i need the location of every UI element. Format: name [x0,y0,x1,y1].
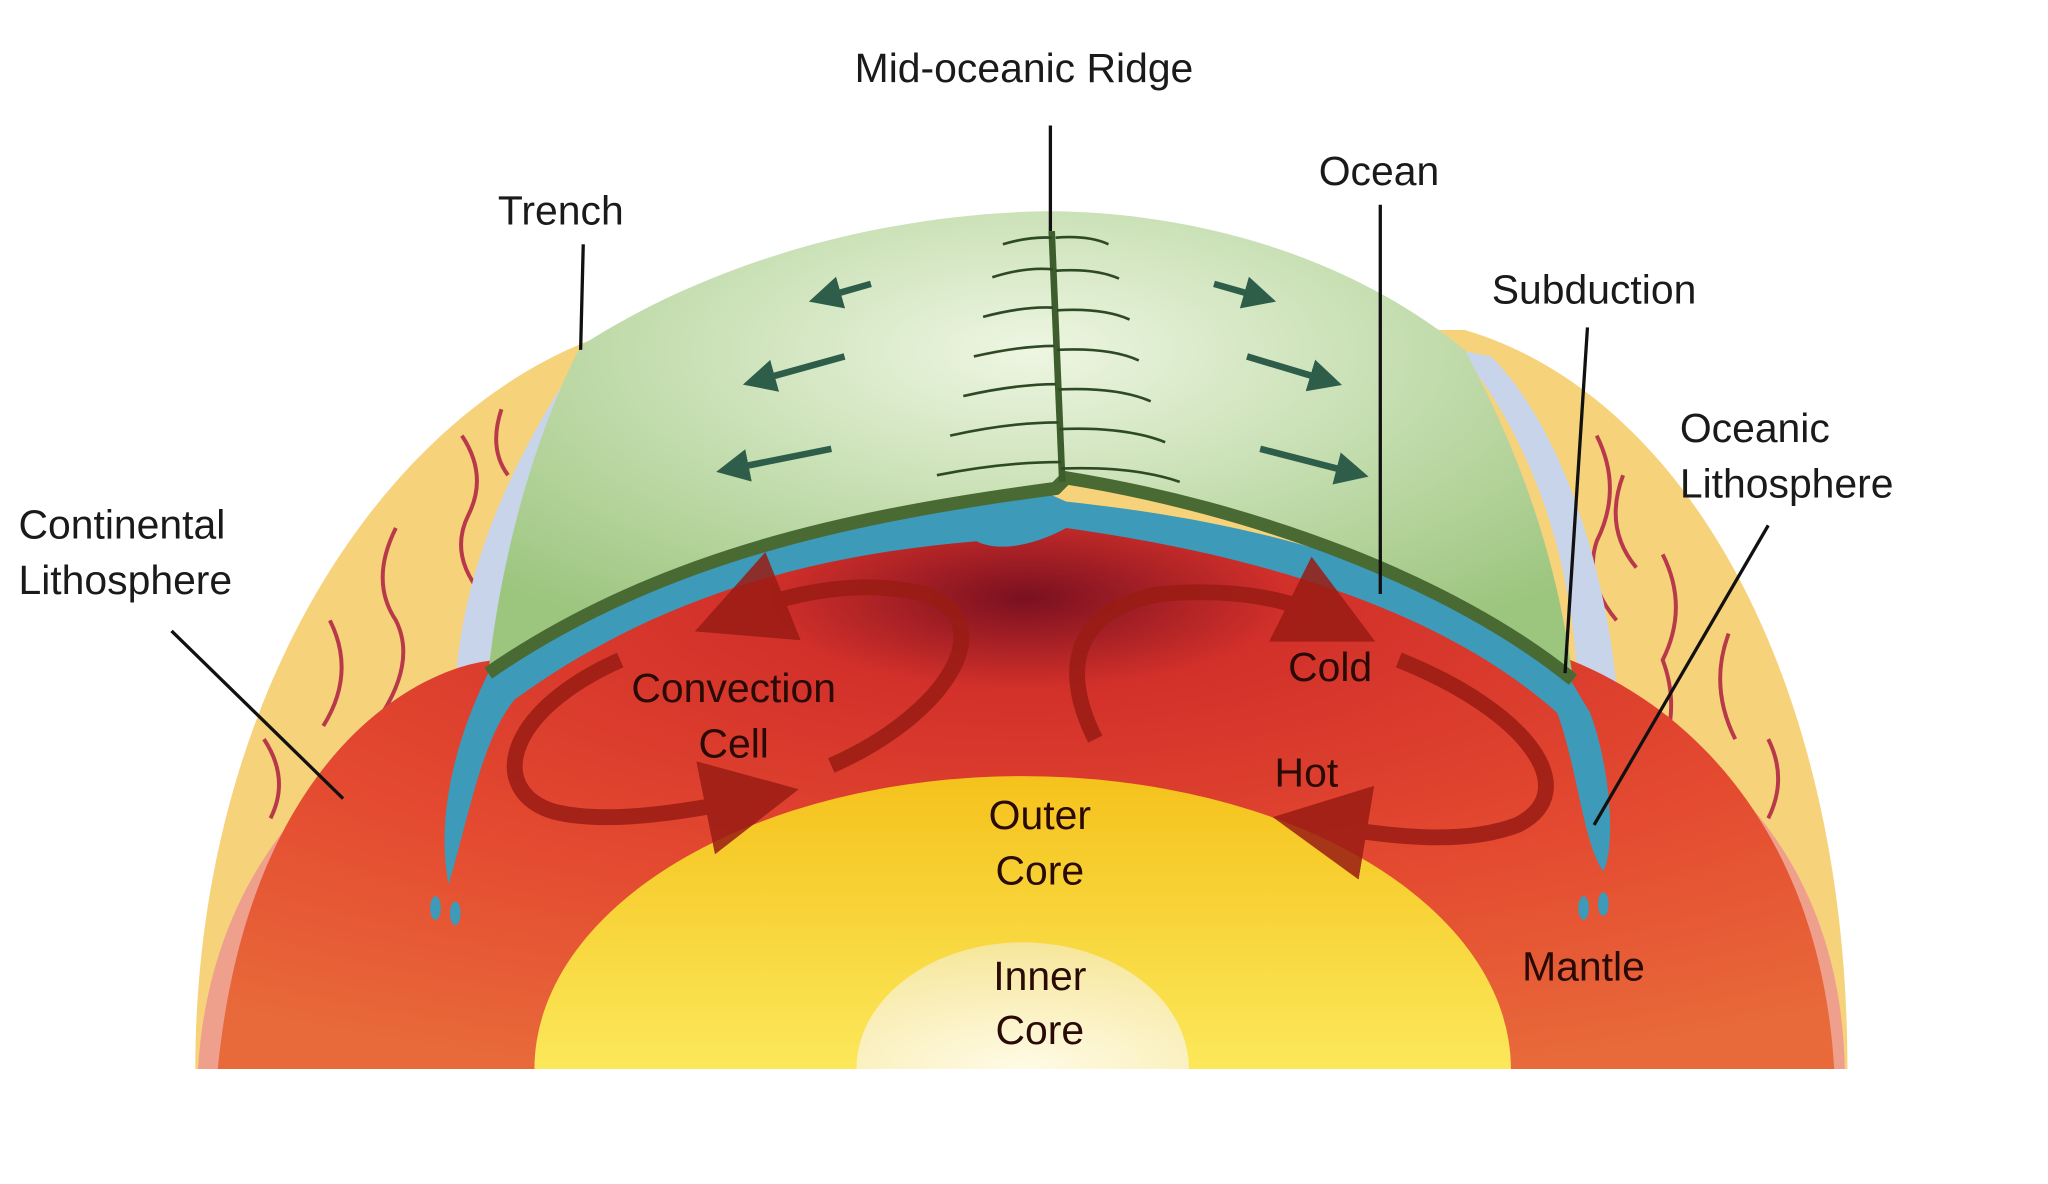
lithosphere-drip [430,896,441,920]
inner-core [856,942,1189,1070]
label-trench: Trench [498,187,624,233]
label-cold: Cold [1288,644,1372,690]
ridge-fractures [936,235,1181,484]
ocean-plate-edge [484,470,1578,685]
label-oceanic-lithosphere-2: Lithosphere [1680,461,1894,507]
trench-wall-left [455,330,621,687]
label-convection-cell-1: Convection [631,665,836,711]
trench-wall-right [1458,349,1617,687]
label-continental-lithosphere-1: Continental [18,502,225,548]
label-inner-core-2: Core [996,1007,1085,1053]
label-mid-oceanic-ridge: Mid-oceanic Ridge [855,45,1194,91]
lithosphere-drip [1578,896,1589,920]
label-convection-cell-2: Cell [698,721,768,767]
label-ocean: Ocean [1319,148,1439,194]
label-outer-core-2: Core [996,847,1085,893]
label-subduction: Subduction [1492,267,1697,313]
leader-lines [170,125,1770,826]
label-outer-core-1: Outer [989,792,1091,838]
label-hot: Hot [1275,750,1339,796]
label-continental-lithosphere-2: Lithosphere [18,557,232,603]
plate-motion-arrows [716,276,1369,485]
label-inner-core-1: Inner [993,953,1086,999]
label-oceanic-lithosphere-1: Oceanic [1680,405,1830,451]
label-mantle: Mantle [1522,944,1645,990]
lithosphere-drip [1598,892,1609,916]
convection-arrows [506,552,1554,880]
ocean-plate [488,211,1573,680]
lithosphere-drip [449,901,461,926]
ridge-line [1048,230,1066,482]
